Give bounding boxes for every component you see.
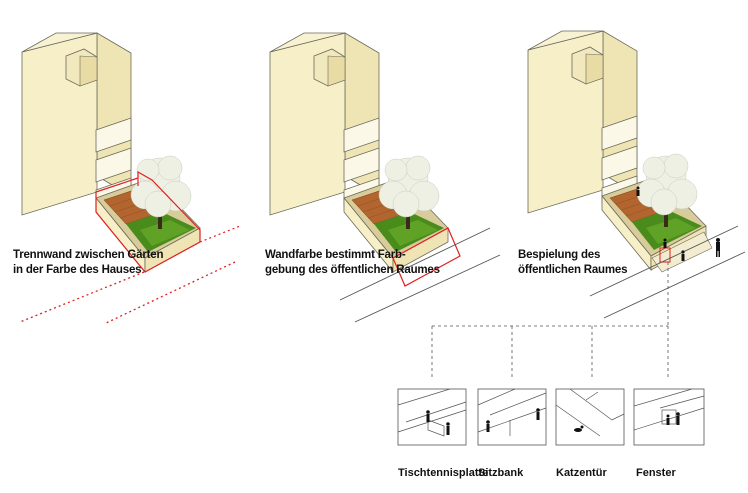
detail-label-sitzbank: Sitzbank <box>478 467 524 479</box>
panel-3-caption-line1: Bespielung des <box>518 249 601 261</box>
street-line <box>589 225 739 297</box>
detail-thumb-sitzbank <box>477 388 547 446</box>
person-figure <box>636 186 720 261</box>
panel-2-caption-line2: gebung des öffentlichen Raumes <box>265 264 440 276</box>
panel-2-caption-line1: Wandfarbe bestimmt Farb- <box>265 249 406 261</box>
detail-connector <box>431 262 669 378</box>
detail-label-katzentuer: Katzentür <box>556 467 607 479</box>
panel-3-caption: Bespielung des öffentlichen Raumes <box>518 248 628 278</box>
detail-thumb-katzentuer <box>555 388 625 446</box>
partition-wall-outline <box>95 170 201 273</box>
detail-thumb-tischtennisplatte <box>397 388 467 446</box>
panel-1-house <box>19 32 241 325</box>
street-line <box>603 251 746 319</box>
property-line <box>19 271 145 323</box>
public-space-outline <box>392 227 461 287</box>
panel-1-caption: Trennwand zwischen Gärten in der Farbe d… <box>13 248 163 278</box>
panel-2-house <box>269 32 501 323</box>
street-line <box>354 254 501 323</box>
panel-1-caption-line1: Trennwand zwischen Gärten <box>13 249 164 261</box>
panel-3-house <box>527 30 746 319</box>
panel-2-caption: Wandfarbe bestimmt Farb- gebung des öffe… <box>265 248 440 278</box>
property-line <box>103 261 236 325</box>
panel-3-caption-line2: öffentlichen Raumes <box>518 264 628 276</box>
street-line <box>339 227 491 301</box>
detail-label-tischtennisplatte: Tischtennisplatte <box>398 467 489 479</box>
panel-1-caption-line2: in der Farbe des Hauses <box>13 264 142 276</box>
detail-label-fenster: Fenster <box>636 467 676 479</box>
detail-thumb-fenster <box>633 388 705 446</box>
